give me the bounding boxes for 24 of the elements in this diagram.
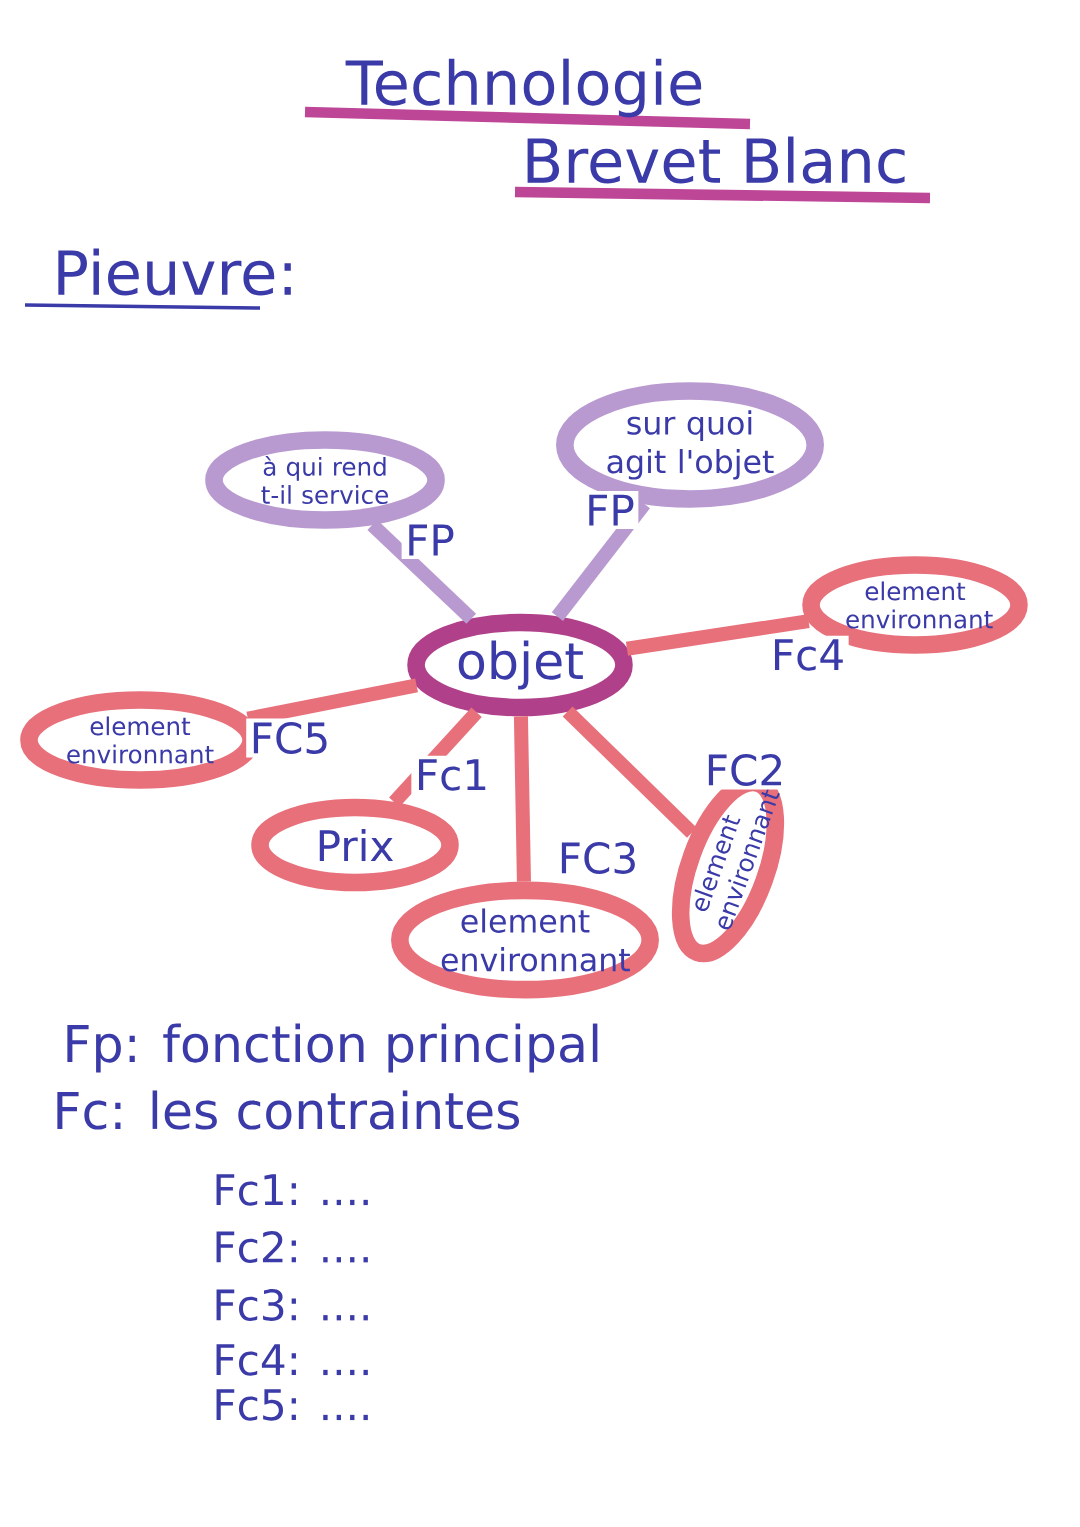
subtitle: Brevet Blanc xyxy=(527,136,905,184)
edge-label: Fc4 xyxy=(767,635,849,675)
bubble: objet xyxy=(407,613,633,717)
edge-label: FC5 xyxy=(246,718,334,758)
edge-label: FP xyxy=(401,521,459,559)
connector-line xyxy=(513,716,531,882)
edge-label: Fc1 xyxy=(411,755,493,795)
note: Fp: fonction principal xyxy=(67,1023,598,1073)
note: Fc4: .... xyxy=(216,1344,368,1376)
connector-line xyxy=(562,706,697,838)
note: Fc2: .... xyxy=(216,1231,368,1263)
note: Fc: les contraintes xyxy=(57,1090,519,1130)
note: Fc5: .... xyxy=(216,1389,368,1421)
edge-label: FC3 xyxy=(554,838,642,878)
bubble: Prix xyxy=(251,798,459,892)
note: Fc3: .... xyxy=(216,1289,368,1321)
edge-label: FP xyxy=(581,491,639,529)
note: Fc1: .... xyxy=(216,1174,368,1206)
heading: Pieuvre: xyxy=(58,248,291,296)
connector-line xyxy=(389,707,482,807)
edge-label: FC2 xyxy=(701,750,789,790)
connector-line xyxy=(625,614,810,656)
title: Technologie xyxy=(345,58,702,118)
bubble: element environnant xyxy=(391,881,659,999)
